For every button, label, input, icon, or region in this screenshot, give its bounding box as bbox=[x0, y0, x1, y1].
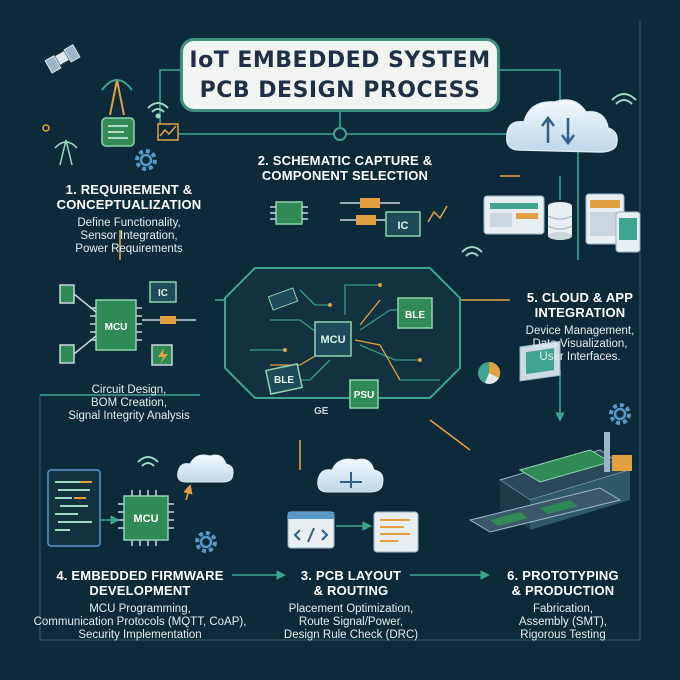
stage-cloud: 5. CLOUD & APP INTEGRATION Device Manage… bbox=[500, 290, 660, 364]
wave-sensor-icon bbox=[157, 123, 179, 141]
satellite-icon bbox=[44, 44, 81, 74]
board-chip-top bbox=[267, 287, 299, 311]
stage-layout-desc-3: Design Rule Check (DRC) bbox=[283, 629, 419, 641]
stage-firmware-desc-2: Communication Protocols (MQTT, CoAP), bbox=[33, 616, 247, 628]
svg-text:MCU: MCU bbox=[320, 334, 345, 346]
schematic-chip bbox=[270, 201, 308, 225]
sensor-node bbox=[101, 117, 135, 147]
circuit-desc-1: Circuit Design, bbox=[91, 384, 167, 396]
upload-download-icon bbox=[541, 115, 575, 146]
title-line-2: PCB DESIGN PROCESS bbox=[199, 78, 481, 103]
stage-requirement-title-2: CONCEPTUALIZATION bbox=[56, 197, 202, 212]
cloud-icon bbox=[177, 454, 234, 483]
code-editor-icon bbox=[47, 469, 101, 547]
ble-board-left-chip: BLE bbox=[264, 363, 304, 395]
stage-layout-desc-1: Placement Optimization, bbox=[288, 603, 414, 615]
ic-left-chip: IC bbox=[149, 281, 177, 303]
stage-layout-title-2: & ROUTING bbox=[313, 583, 389, 598]
tablet-icon bbox=[585, 193, 625, 245]
antenna-tower-icon bbox=[54, 139, 78, 166]
stage-firmware-desc-1: MCU Programming, bbox=[89, 603, 191, 615]
wifi-icon bbox=[147, 102, 169, 119]
signal-wave bbox=[427, 205, 448, 223]
svg-text:IC: IC bbox=[398, 220, 409, 232]
gear-icon bbox=[135, 149, 157, 171]
stage-prototyping-title-1: 6. PROTOTYPING bbox=[507, 568, 619, 583]
resistor-row bbox=[340, 198, 400, 225]
ic-schematic: IC bbox=[385, 211, 421, 237]
circuit-desc-3: Signal Integrity Analysis bbox=[68, 410, 190, 422]
dashboard-icon bbox=[483, 195, 545, 235]
stage-requirement-desc-2: Sensor Integration, bbox=[80, 230, 178, 242]
stage-firmware: 4. EMBEDDED FIRMWARE DEVELOPMENT MCU Pro… bbox=[20, 568, 260, 642]
title-box: IoT EMBEDDED SYSTEM PCB DESIGN PROCESS bbox=[180, 38, 500, 112]
wifi-icon bbox=[461, 246, 483, 257]
wifi-icon bbox=[611, 93, 637, 105]
stage-cloud-title-1: 5. CLOUD & APP bbox=[526, 290, 634, 305]
gear-icon bbox=[195, 531, 217, 553]
stage-cloud-desc-2: Data Visualization, bbox=[532, 338, 628, 350]
svg-text:BLE: BLE bbox=[274, 375, 294, 386]
flow-lines bbox=[39, 20, 641, 641]
stage-layout: 3. PCB LAYOUT & ROUTING Placement Optimi… bbox=[276, 568, 426, 642]
ge-board-label: GE bbox=[314, 406, 329, 417]
stage-requirement-title-1: 1. REQUIREMENT & bbox=[65, 182, 193, 197]
antenna-icon bbox=[101, 79, 133, 116]
psu-board-chip: PSU bbox=[349, 379, 379, 409]
pie-chart-icon bbox=[478, 361, 501, 384]
svg-text:BLE: BLE bbox=[405, 310, 425, 321]
stage-prototyping: 6. PROTOTYPING & PRODUCTION Fabrication,… bbox=[488, 568, 638, 642]
stage-requirement-desc-3: Power Requirements bbox=[75, 243, 183, 255]
gear-icon bbox=[609, 403, 631, 425]
stage-firmware-title-2: DEVELOPMENT bbox=[89, 583, 191, 598]
code-window-icon bbox=[287, 511, 335, 549]
document-icon bbox=[373, 511, 419, 553]
stage-prototyping-desc-2: Assembly (SMT), bbox=[518, 616, 608, 628]
stage-layout-desc-2: Route Signal/Power, bbox=[298, 616, 404, 628]
stage-cloud-title-2: INTEGRATION bbox=[534, 305, 626, 320]
stage-requirement: 1. REQUIREMENT & CONCEPTUALIZATION Defin… bbox=[34, 182, 224, 256]
svg-text:IC: IC bbox=[158, 288, 168, 299]
wifi-icon bbox=[137, 456, 159, 467]
stage-schematic: 2. SCHEMATIC CAPTURE & COMPONENT SELECTI… bbox=[240, 153, 450, 183]
cloud-icon bbox=[506, 99, 618, 153]
stage-prototyping-desc-1: Fabrication, bbox=[532, 603, 594, 615]
stage-cloud-desc-3: User Interfaces. bbox=[539, 351, 621, 363]
node-dot bbox=[42, 124, 50, 132]
stage-layout-title-1: 3. PCB LAYOUT bbox=[300, 568, 402, 583]
svg-text:MCU: MCU bbox=[133, 513, 158, 525]
ble-board-right-chip: BLE bbox=[397, 297, 433, 329]
conveyor-icon bbox=[468, 487, 622, 533]
database-icon bbox=[547, 202, 573, 240]
stage-cloud-desc-1: Device Management, bbox=[525, 325, 635, 337]
stage-prototyping-title-2: & PRODUCTION bbox=[511, 583, 615, 598]
stage-circuit-design: Circuit Design, BOM Creation, Signal Int… bbox=[34, 384, 224, 423]
phone-icon bbox=[615, 211, 641, 253]
stage-firmware-desc-3: Security Implementation bbox=[78, 629, 202, 641]
stage-firmware-title-1: 4. EMBEDDED FIRMWARE bbox=[56, 568, 224, 583]
cloud-icon bbox=[317, 458, 384, 493]
svg-text:PSU: PSU bbox=[354, 390, 375, 401]
lightning-icon bbox=[158, 348, 168, 364]
mcu-board-chip: MCU bbox=[314, 321, 352, 357]
left-components bbox=[59, 284, 196, 366]
title-line-1: IoT EMBEDDED SYSTEM bbox=[189, 48, 491, 73]
stage-prototyping-desc-3: Rigorous Testing bbox=[520, 629, 606, 641]
mcu-to-cloud-arrow bbox=[183, 484, 193, 501]
svg-text:MCU: MCU bbox=[105, 322, 128, 333]
mcu-left-chip: MCU bbox=[90, 299, 142, 351]
stage-schematic-title-1: 2. SCHEMATIC CAPTURE & bbox=[257, 153, 433, 168]
mcu-firmware-chip: MCU bbox=[118, 490, 174, 546]
stage-requirement-desc-1: Define Functionality, bbox=[77, 217, 181, 229]
stage-schematic-title-2: COMPONENT SELECTION bbox=[261, 168, 429, 183]
circuit-desc-2: BOM Creation, bbox=[90, 397, 168, 409]
